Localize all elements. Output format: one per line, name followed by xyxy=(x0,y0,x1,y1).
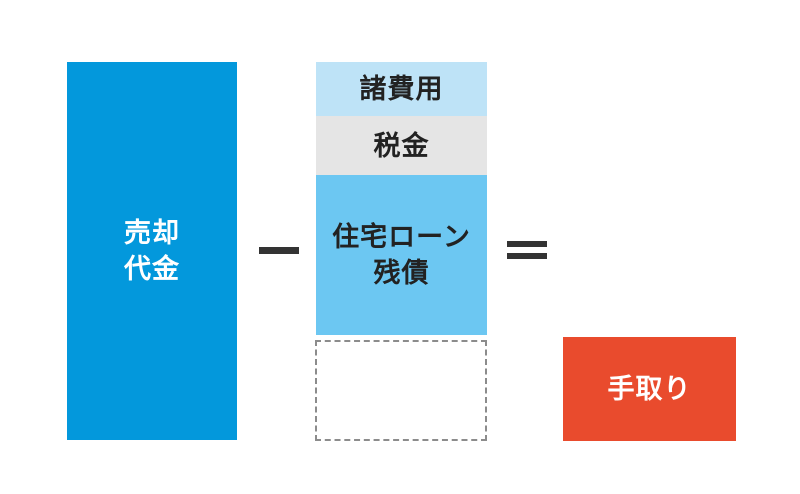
loan-balance-label-line2: 残債 xyxy=(373,258,430,288)
tax-segment: 税金 xyxy=(316,116,487,175)
expenses-label: 諸費用 xyxy=(359,74,444,104)
remainder-placeholder xyxy=(315,340,487,441)
expenses-segment: 諸費用 xyxy=(316,62,487,116)
equals-bar-top xyxy=(507,241,547,247)
loan-balance-segment: 住宅ローン 残債 xyxy=(316,175,487,335)
sale-price-bar: 売却 代金 xyxy=(67,62,237,440)
sale-price-label-line1: 売却 xyxy=(124,218,180,248)
net-proceeds-box: 手取り xyxy=(563,337,736,441)
equals-bar-bottom xyxy=(507,253,547,259)
loan-balance-label-line1: 住宅ローン xyxy=(332,222,471,252)
sale-price-label-line2: 代金 xyxy=(124,254,180,284)
tax-label: 税金 xyxy=(373,130,430,161)
minus-bar xyxy=(259,247,299,254)
loan-balance-label: 住宅ローン 残債 xyxy=(332,219,471,291)
sale-price-label: 売却 代金 xyxy=(124,215,180,287)
net-proceeds-label: 手取り xyxy=(607,374,692,404)
